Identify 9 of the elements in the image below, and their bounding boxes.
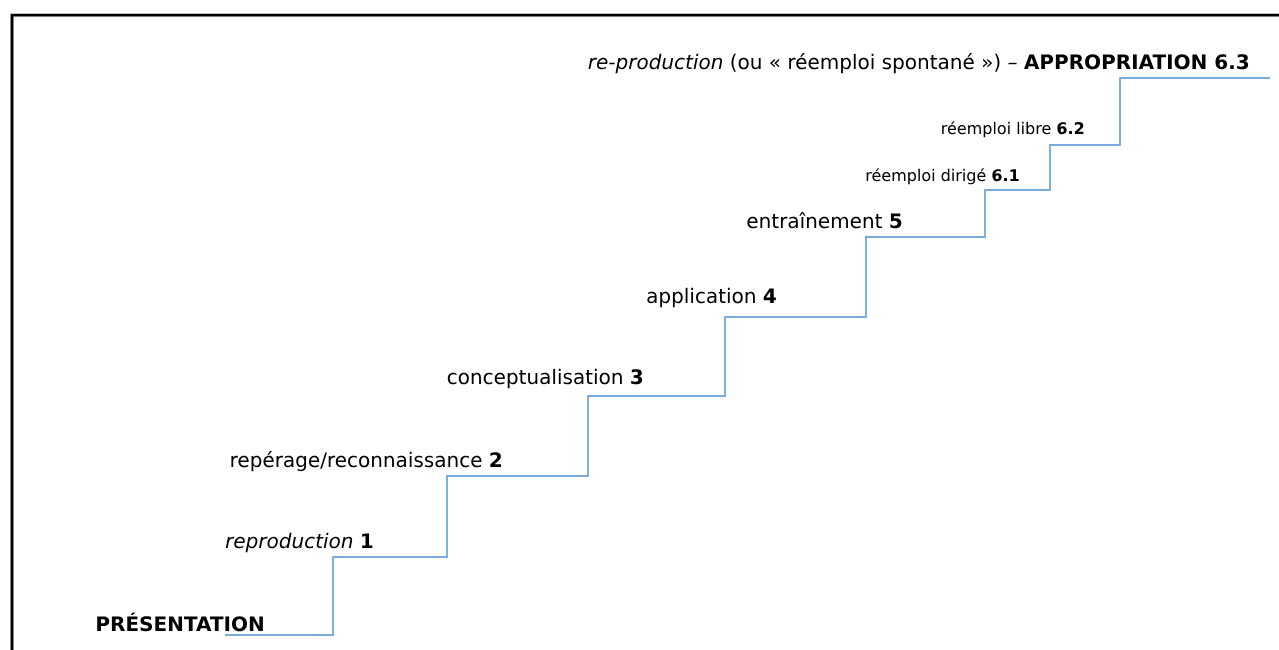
step-label: re-production (ou « réemploi spontané ») – APPROPRIATION 6.3 xyxy=(588,53,1249,74)
step-label: entraînement 5 xyxy=(747,212,902,229)
step-label: réemploi dirigé 6.1 xyxy=(866,168,1019,185)
step-label: reproduction 1 xyxy=(225,532,373,553)
step-label: PRÉSENTATION xyxy=(97,612,263,632)
step-label: repérage/reconnaissance 2 xyxy=(231,451,501,472)
step-label: application 4 xyxy=(647,287,776,308)
step-label: réemploi libre 6.2 xyxy=(942,121,1084,138)
step-label: conceptualisation 3 xyxy=(447,368,643,389)
